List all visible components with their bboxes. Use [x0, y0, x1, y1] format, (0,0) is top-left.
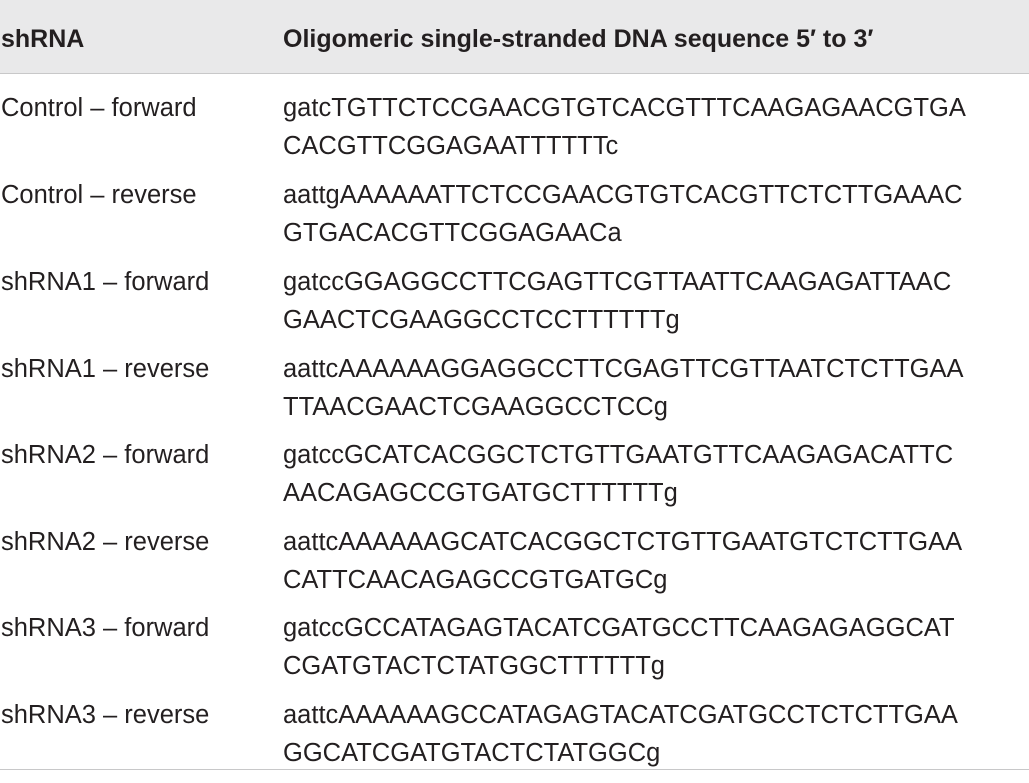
row-sequence: gatccGCCATAGAGTACATCGATGCCTTCAAGAGAGGCAT…	[283, 609, 1023, 685]
row-name: shRNA1 – forward	[1, 268, 210, 296]
sequence-line: gatccGGAGGCCTTCGAGTTCGTTAATTCAAGAGATTAAC	[283, 268, 952, 296]
sequence-line: CACGTTCGGAGAATTTTTTc	[283, 132, 619, 160]
row-name: shRNA2 – reverse	[1, 528, 210, 556]
row-name: shRNA3 – forward	[1, 614, 210, 642]
table-row: Control – reverse aattgAAAAAATTCTCCGAACG…	[0, 176, 1029, 263]
sequence-line: GAACTCGAAGGCCTCCTTTTTTg	[283, 306, 680, 334]
table-row: shRNA1 – forward gatccGGAGGCCTTCGAGTTCGT…	[0, 263, 1029, 350]
sequence-line: aattgAAAAAATTCTCCGAACGTGTCACGTTCTCTTGAAA…	[283, 181, 963, 209]
header-divider	[0, 73, 1029, 74]
row-name: Control – reverse	[1, 181, 197, 209]
sequence-line: aattcAAAAAAGGAGGCCTTCGAGTTCGTTAATCTCTTGA…	[283, 355, 964, 383]
row-sequence: aattcAAAAAAGGAGGCCTTCGAGTTCGTTAATCTCTTGA…	[283, 350, 1023, 426]
header-sequence: Oligomeric single-stranded DNA sequence …	[283, 25, 874, 53]
table-row: shRNA3 – reverse aattcAAAAAAGCCATAGAGTAC…	[0, 696, 1029, 783]
table-row: shRNA2 – forward gatccGCATCACGGCTCTGTTGA…	[0, 436, 1029, 523]
row-sequence: gatccGGAGGCCTTCGAGTTCGTTAATTCAAGAGATTAAC…	[283, 263, 1023, 339]
header-shrna: shRNA	[1, 25, 85, 53]
row-name: shRNA2 – forward	[1, 441, 210, 469]
table-row: shRNA1 – reverse aattcAAAAAAGGAGGCCTTCGA…	[0, 350, 1029, 437]
table-row: Control – forward gatcTGTTCTCCGAACGTGTCA…	[0, 89, 1029, 176]
sequence-line: CGATGTACTCTATGGCTTTTTTg	[283, 652, 665, 680]
sequence-line: TTAACGAACTCGAAGGCCTCCg	[283, 393, 668, 421]
table-bottom-rule	[0, 769, 1029, 770]
sequence-line: aattcAAAAAAGCATCACGGCTCTGTTGAATGTCTCTTGA…	[283, 528, 963, 556]
sequence-line: gatccGCATCACGGCTCTGTTGAATGTTCAAGAGACATTC	[283, 441, 954, 469]
row-name: shRNA3 – reverse	[1, 701, 210, 729]
sequence-line: gatcTGTTCTCCGAACGTGTCACGTTTCAAGAGAACGTGA	[283, 94, 966, 122]
row-name: shRNA1 – reverse	[1, 355, 210, 383]
row-sequence: aattgAAAAAATTCTCCGAACGTGTCACGTTCTCTTGAAA…	[283, 176, 1023, 252]
sequence-line: GTGACACGTTCGGAGAACa	[283, 219, 622, 247]
row-sequence: gatcTGTTCTCCGAACGTGTCACGTTTCAAGAGAACGTGA…	[283, 89, 1023, 165]
table-header: shRNA Oligomeric single-stranded DNA seq…	[0, 0, 1029, 73]
row-name: Control – forward	[1, 94, 197, 122]
table-row: shRNA2 – reverse aattcAAAAAAGCATCACGGCTC…	[0, 523, 1029, 610]
sequence-line: gatccGCCATAGAGTACATCGATGCCTTCAAGAGAGGCAT	[283, 614, 955, 642]
table-row: shRNA3 – forward gatccGCCATAGAGTACATCGAT…	[0, 609, 1029, 696]
sequence-line: AACAGAGCCGTGATGCTTTTTTg	[283, 479, 678, 507]
sequence-line: GGCATCGATGTACTCTATGGCg	[283, 739, 661, 767]
sequence-line: aattcAAAAAAGCCATAGAGTACATCGATGCCTCTCTTGA…	[283, 701, 958, 729]
row-sequence: aattcAAAAAAGCATCACGGCTCTGTTGAATGTCTCTTGA…	[283, 523, 1023, 599]
sequence-line: CATTCAACAGAGCCGTGATGCg	[283, 566, 668, 594]
row-sequence: gatccGCATCACGGCTCTGTTGAATGTTCAAGAGACATTC…	[283, 436, 1023, 512]
row-sequence: aattcAAAAAAGCCATAGAGTACATCGATGCCTCTCTTGA…	[283, 696, 1023, 772]
